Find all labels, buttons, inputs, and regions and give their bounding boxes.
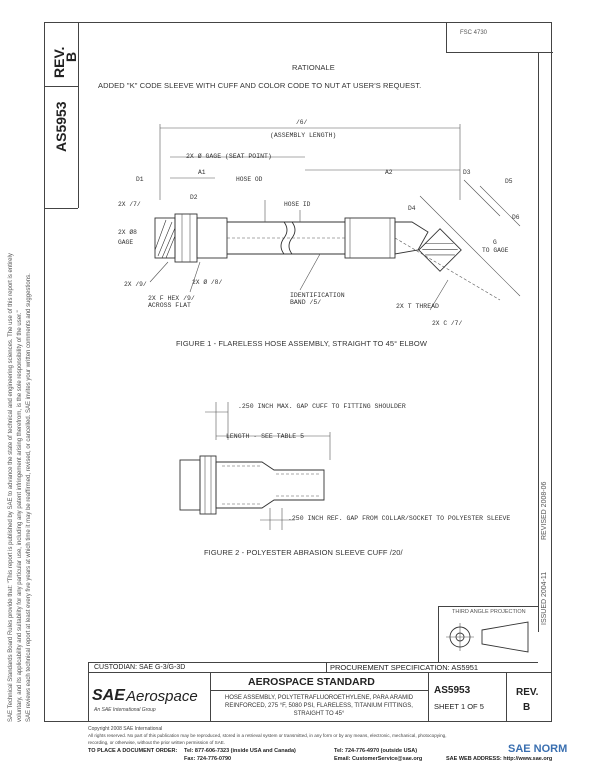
svg-text:GAGE: GAGE bbox=[118, 239, 133, 246]
title-block-divider2 bbox=[428, 672, 429, 722]
order-label: TO PLACE A DOCUMENT ORDER: bbox=[88, 748, 178, 754]
order-phone-outside: Tel: 724-776-4970 (outside USA) bbox=[334, 748, 418, 754]
svg-text:TO GAGE: TO GAGE bbox=[482, 247, 509, 254]
side-number-divider bbox=[44, 208, 78, 209]
custodian-text: CUSTODIAN: SAE G-3/G-3D bbox=[94, 664, 186, 671]
procurement-divider bbox=[326, 662, 327, 672]
svg-text:2X Ø /8/: 2X Ø /8/ bbox=[192, 278, 222, 286]
title-block-divider1 bbox=[210, 672, 211, 722]
copyright-text: Copyright 2008 SAE International bbox=[88, 726, 163, 732]
fsc-box bbox=[446, 22, 553, 53]
rationale-heading: RATIONALE bbox=[292, 63, 335, 72]
title-block-divider3 bbox=[506, 672, 507, 722]
sheet-number: SHEET 1 OF 5 bbox=[434, 702, 484, 711]
rights-text: All rights reserved. No part of this pub… bbox=[88, 733, 447, 738]
svg-text:A2: A2 bbox=[385, 169, 393, 176]
svg-text:HOSE OD: HOSE OD bbox=[236, 176, 263, 183]
svg-text:D3: D3 bbox=[463, 169, 471, 176]
title-rev-value: B bbox=[523, 702, 531, 713]
sae-group-tagline: An SAE International Group bbox=[94, 707, 156, 713]
document-title-description: HOSE ASSEMBLY, POLYTETRAFLUOROETHYLENE, … bbox=[224, 695, 414, 717]
projection-label: THIRD ANGLE PROJECTION bbox=[452, 609, 526, 615]
right-margin-divider bbox=[538, 52, 539, 632]
svg-text:2X C /7/: 2X C /7/ bbox=[432, 320, 462, 327]
rights-text-2: recording, or otherwise, without the pri… bbox=[88, 740, 226, 745]
order-fax: Fax: 724-776-0790 bbox=[184, 756, 232, 762]
gap-max-label: .250 INCH MAX. GAP CUFF TO FITTING SHOUL… bbox=[238, 403, 406, 410]
rationale-text: ADDED "K" CODE SLEEVE WITH CUFF AND COLO… bbox=[98, 81, 422, 90]
custodian-top-line bbox=[88, 662, 538, 663]
title-doc-number: AS5953 bbox=[434, 685, 471, 696]
rev-box-divider bbox=[44, 86, 78, 87]
figure2-caption: FIGURE 2 - POLYESTER ABRASION SLEEVE CUF… bbox=[204, 548, 403, 557]
svg-text:A1: A1 bbox=[198, 169, 206, 176]
sleeve-length-label: LENGTH - SEE TABLE 5 bbox=[226, 433, 305, 440]
title-heading-line bbox=[210, 690, 428, 691]
identification-band-label: IDENTIFICATION BAND /5/ bbox=[290, 292, 345, 306]
custodian-bottom-line bbox=[88, 672, 552, 673]
svg-text:2X Ø8: 2X Ø8 bbox=[118, 228, 137, 236]
gap-reference-label: .250 INCH REF. GAP FROM COLLAR/SOCKET TO… bbox=[288, 515, 511, 522]
fsc-label: FSC 4730 bbox=[460, 30, 488, 36]
order-phone: Tel: 877-606-7323 (inside USA and Canada… bbox=[184, 748, 296, 754]
svg-text:HOSE ID: HOSE ID bbox=[284, 201, 311, 208]
hex-across-flat-label: 2X F HEX /9/ ACROSS FLAT bbox=[148, 295, 195, 309]
svg-text:D4: D4 bbox=[408, 205, 416, 212]
svg-text:D2: D2 bbox=[190, 194, 198, 201]
svg-text:G: G bbox=[493, 239, 497, 246]
figure1-caption: FIGURE 1 - FLARELESS HOSE ASSEMBLY, STRA… bbox=[176, 339, 427, 348]
title-rev-label: REV. bbox=[516, 687, 539, 698]
projection-box bbox=[438, 606, 539, 663]
sae-logo: SAE bbox=[92, 687, 125, 704]
order-email: Email: CustomerService@sae.org bbox=[334, 756, 423, 762]
aerospace-logo: Aerospace bbox=[126, 688, 198, 705]
sae-web-address: SAE WEB ADDRESS: http://www.sae.org bbox=[446, 756, 553, 762]
svg-text:/6/: /6/ bbox=[296, 119, 308, 126]
thread-label: 2X T THREAD bbox=[396, 303, 439, 310]
svg-text:D6: D6 bbox=[512, 214, 520, 221]
procurement-spec-text: PROCUREMENT SPECIFICATION: AS5951 bbox=[330, 663, 479, 672]
seat-point-label: 2X Ø GAGE (SEAT POINT) bbox=[186, 153, 272, 160]
side-column-divider bbox=[78, 22, 79, 208]
assembly-length-label: (ASSEMBLY LENGTH) bbox=[270, 132, 337, 139]
aerospace-standard-heading: AEROSPACE STANDARD bbox=[248, 676, 375, 688]
sae-norm-watermark: SAE NORM bbox=[508, 743, 568, 755]
svg-text:D1: D1 bbox=[136, 176, 144, 183]
svg-text:2X /7/: 2X /7/ bbox=[118, 201, 141, 208]
drawing-frame bbox=[44, 22, 552, 722]
svg-text:2X /9/: 2X /9/ bbox=[124, 281, 147, 288]
title-block-left bbox=[88, 662, 89, 722]
svg-text:D5: D5 bbox=[505, 178, 513, 185]
